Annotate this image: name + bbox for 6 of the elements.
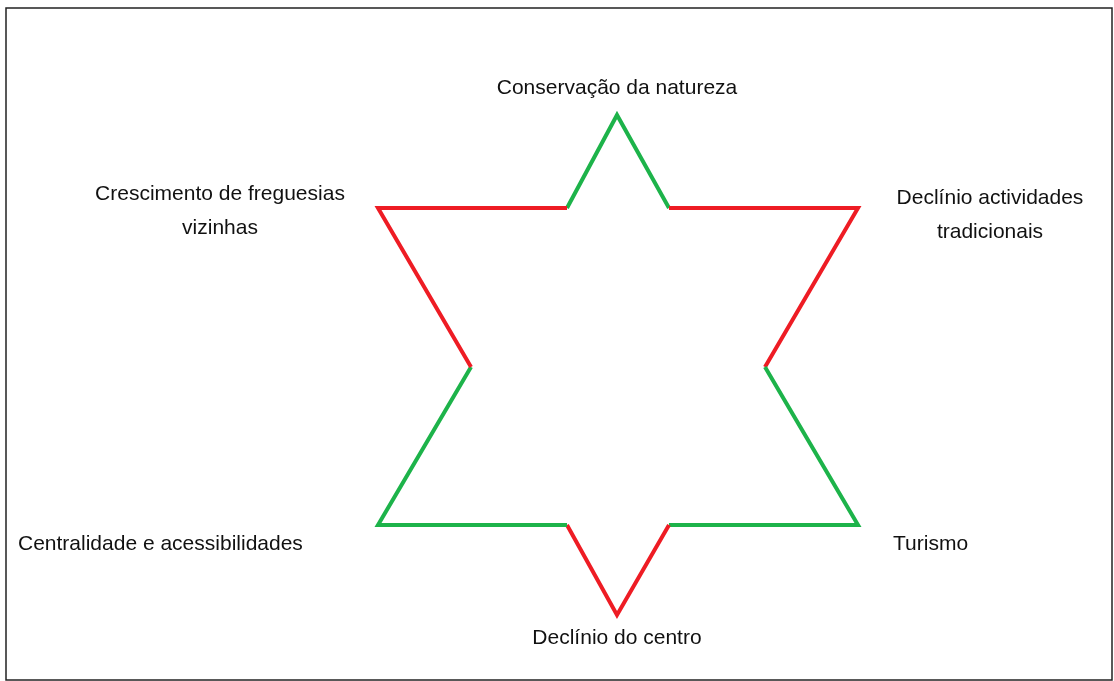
star-point-label: Crescimento de freguesias vizinhas <box>95 181 345 238</box>
star-point-label: Turismo <box>893 531 969 554</box>
star-point-label: Declínio do centro <box>532 625 702 648</box>
star-point-label: Conservação da natureza <box>496 75 738 98</box>
star-point-label: Declínio actividades tradicionais <box>896 185 1084 242</box>
star-point-label: Centralidade e acessibilidades <box>18 531 303 554</box>
